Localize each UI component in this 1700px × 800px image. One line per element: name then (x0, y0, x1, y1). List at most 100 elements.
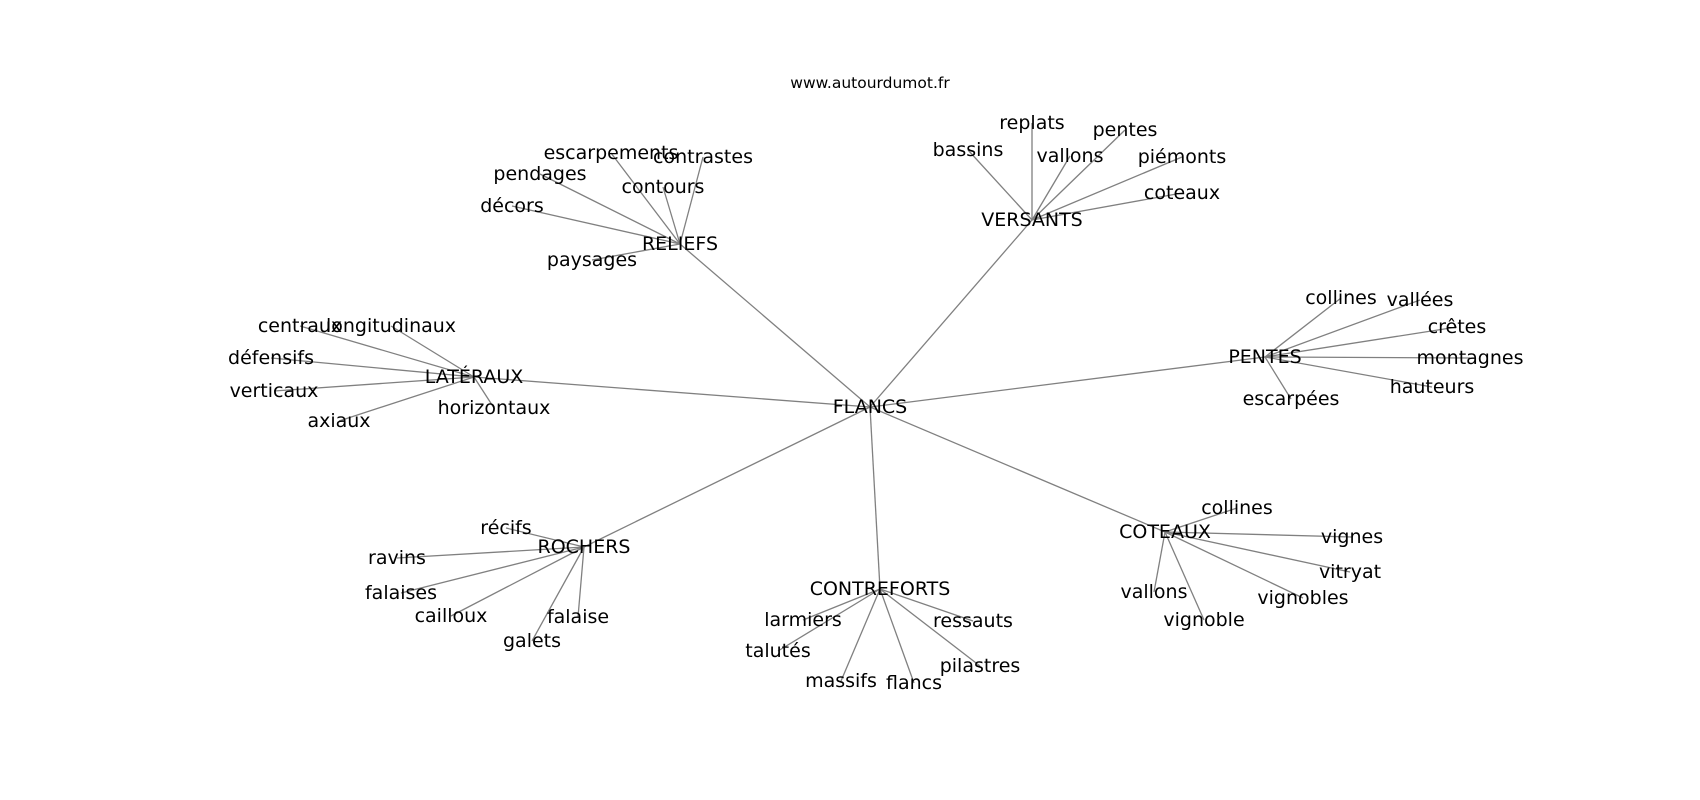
edge-group-to-word (338, 376, 475, 422)
word-node-label: ressauts (933, 610, 1013, 632)
edge-center-to-group (679, 243, 871, 408)
word-node-label: vitryat (1319, 561, 1381, 583)
word-node-label: longitudinaux (326, 315, 456, 337)
word-node-label: cailloux (415, 605, 488, 627)
group-node-label: PENTES (1228, 346, 1301, 368)
word-node-label: vallons (1036, 145, 1103, 167)
word-node-label: décors (480, 195, 544, 217)
edge-group-to-word (1264, 299, 1421, 358)
word-node-label: vignes (1321, 526, 1383, 548)
word-node-label: vignobles (1257, 587, 1348, 609)
edge-group-to-word (591, 243, 681, 261)
edge-group-to-word (1264, 356, 1433, 388)
graph-edges (270, 123, 1471, 684)
edge-center-to-group (869, 356, 1266, 408)
edge-group-to-word (505, 527, 585, 548)
edge-center-to-group (869, 219, 1033, 408)
word-node-label: escarpements (544, 142, 679, 164)
edge-group-to-word (511, 205, 681, 245)
edge-group-to-word (450, 546, 585, 617)
word-node-label: vignoble (1163, 609, 1244, 631)
group-node-label: ROCHERS (538, 536, 631, 558)
edge-center-to-group (473, 376, 871, 408)
edge-group-to-word (967, 149, 1033, 221)
word-node-label: contrastes (653, 146, 753, 168)
edge-group-to-word (273, 376, 475, 392)
edge-group-to-word (1031, 129, 1126, 221)
edge-group-to-word (531, 546, 585, 642)
word-node-label: hauteurs (1390, 376, 1475, 398)
edge-group-to-word (1164, 531, 1353, 538)
edge-center-to-group (869, 406, 881, 590)
edge-group-to-word (539, 173, 681, 245)
group-node-label: LATÉRAUX (425, 365, 524, 388)
word-node-label: verticaux (230, 380, 319, 402)
group-node-label: VERSANTS (981, 209, 1083, 231)
source-label: www.autourdumot.fr (790, 74, 950, 92)
center-node-label: FLANCS (833, 396, 908, 418)
word-node-label: pilastres (940, 655, 1021, 677)
word-node-label: montagnes (1417, 347, 1524, 369)
word-node-label: escarpées (1243, 388, 1340, 410)
word-node-label: récifs (480, 517, 531, 539)
word-node-label: falaises (365, 582, 437, 604)
word-node-label: collines (1305, 287, 1377, 309)
edge-group-to-word (1031, 155, 1071, 221)
word-node-label: vallées (1387, 289, 1454, 311)
group-node-label: COTEAUX (1119, 521, 1211, 543)
group-node-label: RELIEFS (642, 233, 718, 255)
word-node-label: ravins (368, 547, 426, 569)
word-node-label: coteaux (1144, 182, 1220, 204)
edge-group-to-word (662, 186, 681, 245)
edge-group-to-word (390, 325, 475, 378)
word-node-label: pentes (1093, 119, 1158, 141)
edge-group-to-word (1264, 356, 1292, 400)
edge-group-to-word (473, 376, 495, 409)
edge-group-to-word (840, 588, 881, 682)
word-node-label: axiaux (307, 410, 370, 432)
word-node-label: contours (622, 176, 705, 198)
edge-group-to-word (1031, 156, 1183, 221)
edge-group-to-word (270, 357, 475, 378)
edge-group-to-word (1164, 507, 1238, 533)
edge-group-to-word (1164, 531, 1304, 599)
edge-group-to-word (879, 588, 974, 622)
word-node-label: larmiers (764, 609, 842, 631)
edge-group-to-word (1164, 531, 1205, 621)
word-node-label: talutés (745, 640, 810, 662)
edge-group-to-word (1031, 192, 1183, 221)
edge-group-to-word (1264, 326, 1458, 358)
word-node-label: vallons (1120, 581, 1187, 603)
edge-group-to-word (1164, 531, 1351, 573)
edge-group-to-word (1264, 297, 1342, 358)
edge-group-to-word (1264, 356, 1471, 359)
edge-group-to-word (802, 588, 881, 621)
edge-center-to-group (583, 406, 871, 548)
edge-group-to-word (879, 588, 981, 667)
word-node-label: galets (503, 630, 561, 652)
word-node-label: défensifs (228, 347, 314, 369)
edge-center-to-group (869, 406, 1166, 533)
word-node-label: piémonts (1138, 146, 1227, 168)
word-node-label: collines (1201, 497, 1273, 519)
edge-group-to-word (610, 152, 681, 245)
word-node-label: centraux (258, 315, 342, 337)
word-node-label: pendages (493, 163, 586, 185)
word-node-label: paysages (547, 249, 637, 271)
edge-group-to-word (879, 588, 915, 684)
edge-group-to-word (679, 156, 704, 245)
word-node-label: bassins (933, 139, 1004, 161)
edge-group-to-word (777, 588, 881, 652)
edge-group-to-word (1153, 531, 1166, 593)
word-node-label: flancs (886, 672, 942, 694)
word-node-label: massifs (805, 670, 877, 692)
edge-group-to-word (400, 546, 585, 594)
word-node-label: falaise (547, 606, 609, 628)
group-node-label: CONTREFORTS (810, 578, 951, 600)
word-node-label: replats (999, 112, 1064, 134)
edge-group-to-word (396, 546, 585, 559)
word-node-label: crêtes (1428, 316, 1487, 338)
edge-group-to-word (299, 325, 475, 378)
